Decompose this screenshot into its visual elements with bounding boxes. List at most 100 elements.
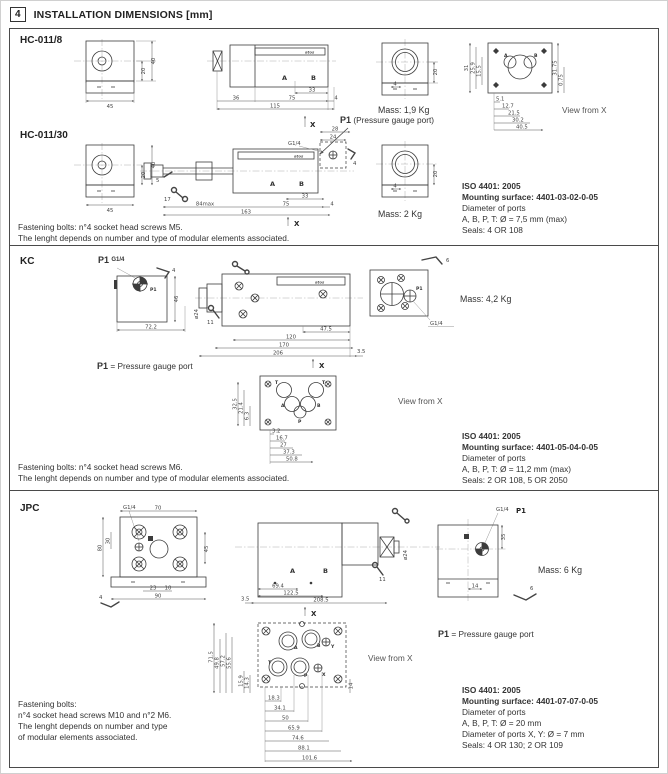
dim-label: 74.6 [292, 736, 304, 742]
seals: Seals: 4 OR 130; 2 OR 109 [462, 739, 564, 750]
p1-label: P1 [516, 507, 526, 515]
bolt-symbols [264, 380, 332, 426]
hc-011-8-label: HC-011/8 [20, 35, 63, 46]
dim-label: 14 [349, 682, 355, 689]
dim-label: 101.6 [302, 756, 318, 762]
hc-011-30-label: HC-011/30 [20, 130, 68, 141]
dim-label: 122.5 [283, 591, 298, 597]
port-label: A [504, 53, 508, 59]
bolt-symbols [234, 281, 328, 319]
dim-label: 27 [280, 443, 287, 449]
hc8-side-view-drawing: atos A B 33 36 75 4 115 X [207, 44, 338, 129]
p1-label: P1 [438, 629, 450, 639]
view-direction-x: X [319, 362, 325, 370]
fastening-line: Fastening bolts: [18, 699, 77, 709]
thread-label: G1/4 [496, 507, 509, 513]
brand-mark: atos [305, 50, 315, 55]
fastening-line: The lenght depends on number and type of… [18, 472, 290, 483]
hc8-end-view-drawing: 4 20 [376, 39, 439, 99]
dim-label: 21.4 [239, 401, 245, 413]
ports-diameter: A, B, P, T: Ø = 7,5 mm (max) [462, 213, 568, 224]
view-direction-x: X [311, 610, 317, 618]
dim-label: 10 [165, 586, 172, 592]
dim-label: 46 [174, 295, 180, 302]
dim-label: ø24 [403, 549, 409, 560]
hc30-side-view-drawing: atos A B 28 24 G1/4 4 5 17 33 84max 75 4 [140, 127, 357, 228]
p1-label: P1 [98, 255, 110, 265]
iso-standard: ISO 4401: 2005 [462, 181, 521, 191]
dim-label: 69.4 [272, 584, 284, 590]
port-label: T [322, 380, 326, 386]
wrench-icon-size: 17 [164, 197, 171, 203]
seals: Seals: 2 OR 108, 5 OR 2050 [462, 474, 568, 485]
dim-label: 55.6 [227, 656, 233, 668]
kc-iso-block: ISO 4401: 2005 Mounting surface: 4401-05… [462, 431, 598, 486]
jpc-label: JPC [20, 503, 40, 514]
dim-label: 34.1 [274, 706, 286, 712]
jpc-fastening-note: Fastening bolts: n°4 socket head screws … [18, 699, 171, 743]
dim-label: 25.9 [471, 62, 477, 74]
port-label: P1 [416, 286, 423, 292]
thread-label: G1/4 [123, 505, 136, 511]
hc8-front-view-drawing: 45 20 40 [74, 39, 157, 110]
port-label: A [294, 645, 298, 651]
hex-key-icon-size: 5 [156, 178, 159, 184]
ports-diameter-xy: Diameter of ports X, Y: Ø = 7 mm [462, 728, 585, 739]
port-label: A [282, 74, 287, 82]
hc8-mass: Mass: 1,9 Kg [378, 105, 430, 115]
wrench-icon [391, 507, 410, 524]
dim-label: 33 [302, 194, 309, 200]
port-label: B [317, 643, 321, 649]
dim-label: 57.2 [221, 655, 227, 667]
kc-section: KC P1 G1/4 P1 4 46 72.2 ø24 [9, 245, 659, 491]
dim-label: 33 [309, 88, 316, 94]
p1-label: P1 [340, 115, 352, 125]
ports-heading: Diameter of ports [462, 452, 526, 463]
kc-view-from-x-drawing: T T A B P 32.5 21.4 6.3 3.2 16.7 27 37.3… [233, 375, 337, 464]
p1-label-rest: = Pressure gauge port [108, 361, 193, 371]
dim-label: 3.5 [357, 349, 365, 355]
dim-label: 163 [241, 210, 251, 216]
dim-label: 72.2 [145, 325, 157, 331]
mounting-surface: Mounting surface: 4401-05-04-0-05 [462, 441, 599, 452]
dim-label: 80 [98, 544, 104, 551]
dim-label: 206 [273, 351, 284, 357]
hex-key-icon-size: 4 [172, 268, 176, 274]
dim-label: 5.1 [496, 97, 504, 103]
port-label: B [323, 567, 328, 575]
dim-label: 20 [433, 68, 439, 75]
port-label: A [270, 180, 275, 188]
view-direction-x: X [310, 121, 316, 129]
dim-label: 40.5 [516, 125, 528, 131]
dim-label: 170 [279, 343, 290, 349]
ports-diameter: A, B, P, T: Ø = 20 mm [462, 717, 542, 728]
dim-label: 32.5 [233, 398, 239, 410]
kc-label: KC [20, 256, 35, 267]
view-from-x-label: View from X [368, 653, 413, 663]
mounting-surface: Mounting surface: 4401-07-07-0-05 [462, 695, 599, 706]
dim-label: 21.5 [508, 111, 520, 117]
dim-label: 50.8 [286, 457, 298, 463]
hc30-mass: Mass: 2 Kg [378, 209, 423, 219]
seals: Seals: 4 OR 108 [462, 224, 523, 235]
dim-label: 14.3 [245, 677, 251, 689]
dim-label: 15.5 [477, 65, 483, 77]
dim-label: 75 [283, 202, 290, 208]
dim-label: 16.7 [276, 436, 288, 442]
dim-label: 15.9 [239, 675, 245, 687]
section-number: 4 [10, 7, 26, 22]
port-label: B [534, 53, 538, 59]
dim-label: 3.2 [272, 429, 280, 435]
hc-fastening-note: Fastening bolts: n°4 socket head screws … [18, 222, 289, 244]
ports-heading: Diameter of ports [462, 706, 526, 717]
dim-label: 24 [330, 135, 337, 141]
dim-label: 120 [286, 335, 297, 341]
kc-fastening-note: Fastening bolts: n°4 socket head screws … [18, 462, 289, 484]
brand-mark: atos [294, 154, 304, 159]
jpc-view-from-x-drawing: A B Y T P X 71.5 49.8 57.2 55.6 15.9 14.… [209, 621, 355, 762]
hex-key-icon [371, 561, 384, 576]
kc-side-view-drawing: ø24 atos 11 47.5 120 170 [194, 260, 365, 370]
dim-label: 90 [155, 594, 162, 600]
section-header: 4 INSTALLATION DIMENSIONS [mm] [10, 7, 213, 22]
dim-label: 50 [282, 716, 289, 722]
